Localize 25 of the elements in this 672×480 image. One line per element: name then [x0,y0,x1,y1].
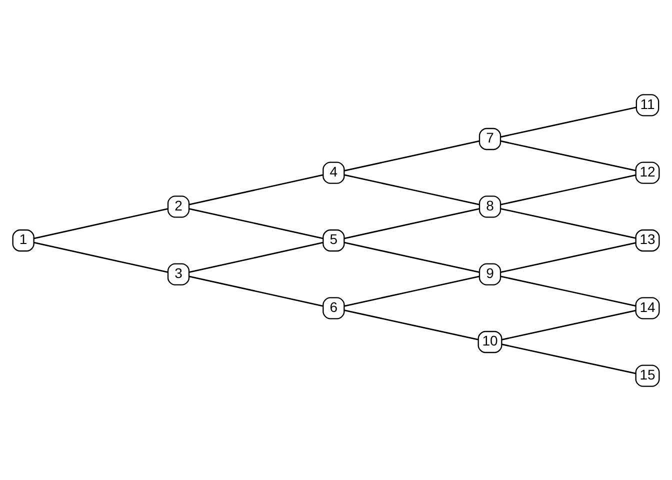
connector [502,343,636,374]
connector [344,309,478,340]
node-box: 14 [635,296,660,319]
connector [344,174,480,205]
connector [189,241,324,272]
node-box: 15 [635,364,660,386]
connector [34,208,168,239]
connector [502,309,636,340]
node-box: 10 [478,330,502,353]
connector [344,140,480,171]
connector [500,106,636,138]
connector [500,275,636,306]
connector [344,241,480,272]
connector [34,241,168,272]
connector [500,242,636,272]
connector [189,174,324,205]
connector [344,208,480,239]
connector [500,208,636,238]
node-box: 13 [635,228,660,252]
connector [500,140,636,171]
connector [189,208,324,239]
connector [189,275,324,306]
node-box: 12 [635,161,660,184]
connector [500,174,636,205]
connector [344,275,480,306]
